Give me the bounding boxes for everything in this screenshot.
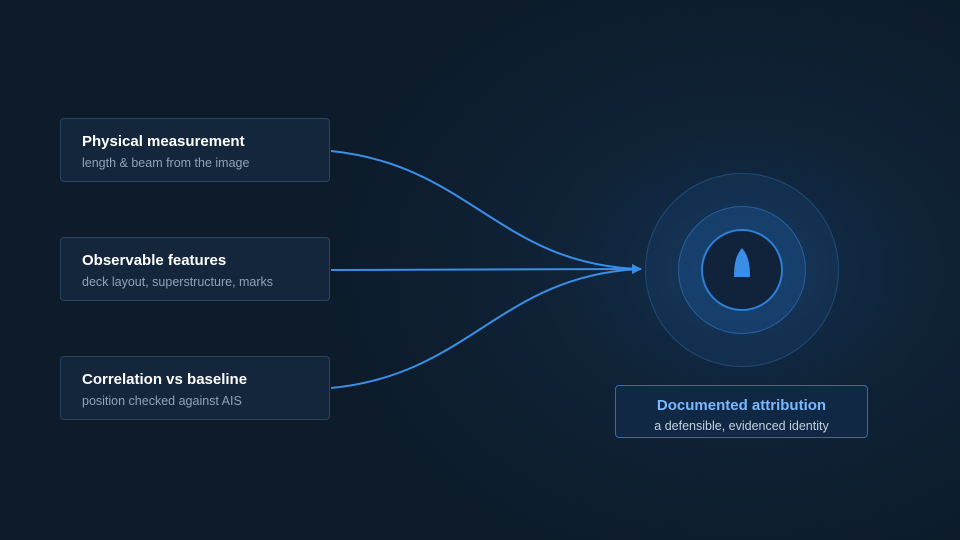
input-subtitle: deck layout, superstructure, marks (82, 275, 274, 289)
input-box-correlation-baseline: Correlation vs baseline position checked… (60, 356, 330, 420)
connector-correlation (330, 268, 642, 389)
input-title: Correlation vs baseline (82, 371, 248, 388)
ship-icon (734, 248, 750, 277)
input-title: Physical measurement (82, 133, 245, 150)
result-box-documented-attribution: Documented attribution a defensible, evi… (615, 385, 868, 438)
input-box-physical-measurement: Physical measurement length & beam from … (60, 118, 330, 182)
input-subtitle: position checked against AIS (82, 394, 242, 408)
result-title: Documented attribution (656, 397, 827, 414)
input-box-observable-features: Observable features deck layout, superst… (60, 237, 330, 301)
connector-physical-measurement (330, 150, 642, 270)
result-subtitle: a defensible, evidenced identity (654, 419, 829, 433)
input-subtitle: length & beam from the image (82, 156, 250, 170)
connector-observable-features (330, 264, 642, 275)
target-rings (645, 173, 839, 367)
input-title: Observable features (82, 252, 227, 269)
